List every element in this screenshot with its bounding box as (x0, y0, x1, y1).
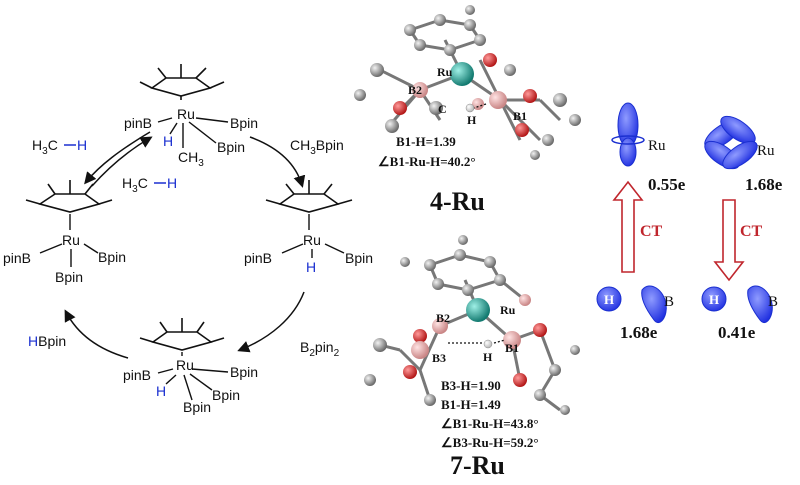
structure-7-ru: Ru B2 B3 H B1 B3-H=1.90 B1-H=1.49 ∠B1-Ru… (364, 235, 580, 480)
atom-h-7: H (483, 350, 493, 364)
metal-ru-left: Ru (62, 232, 80, 248)
reagent-b2pin2: B2pin2 (300, 339, 340, 359)
complex-left: Ru pinB Bpin Bpin (3, 180, 126, 285)
methane-in-h: H (77, 137, 87, 153)
structure-label-7-ru: 7-Ru (450, 451, 505, 480)
bond-length-4: B1-H=1.39 (396, 134, 456, 149)
ru-charge-right: 1.68e (745, 175, 783, 194)
b-label-right: B (768, 294, 778, 310)
metal-ru-top: Ru (177, 106, 195, 122)
atom-h-4: H (467, 113, 477, 127)
hb-charge-left: 1.68e (620, 323, 658, 342)
catalytic-cycle: Ru pinB Bpin Bpin H CH3 (3, 64, 373, 415)
ligand-bpin-right-left: Bpin (98, 249, 126, 265)
metal-ru-bottom: Ru (176, 357, 194, 373)
product-hbpin: HBpin (28, 333, 66, 349)
hydride-right: H (306, 259, 316, 275)
complex-right: Ru pinB Bpin H (244, 180, 373, 275)
bond-angle-b3-7: ∠B3-Ru-H=59.2° (441, 435, 539, 450)
ligand-bpin-right-bottom: Bpin (230, 364, 258, 380)
atom-b1-4: B1 (513, 109, 527, 123)
methane-in: H3C (32, 137, 58, 157)
metal-ru-right: Ru (303, 232, 321, 248)
ligand-pinb-top: pinB (124, 115, 152, 131)
complex-bottom: Ru pinB Bpin Bpin Bpin H (123, 318, 258, 415)
ligand-bpin-mid-bottom: Bpin (212, 387, 240, 403)
hb-charge-right: 0.41e (718, 323, 756, 342)
ligand-bpin-bottom-left: Bpin (55, 269, 83, 285)
cp-star-top (139, 64, 225, 100)
b-label-left: B (664, 294, 674, 310)
ru-label-left: Ru (648, 138, 666, 154)
h-label-left: H (604, 292, 614, 307)
methane-out-h: H (167, 175, 177, 191)
hydride-bottom: H (156, 383, 166, 399)
bond-angle-4: ∠B1-Ru-H=40.2° (378, 154, 476, 169)
methyl-top: CH3 (178, 149, 204, 169)
ligand-bpin-bottom-top: Bpin (217, 139, 245, 155)
atom-b2-7: B2 (436, 311, 450, 325)
hydride-top: H (163, 133, 173, 149)
structure-label-4-ru: 4-Ru (430, 187, 485, 216)
orbital-right: Ru 1.68e CT H B 0.41e (701, 115, 783, 342)
atom-b3-7: B3 (432, 351, 446, 365)
atom-c-4: C (438, 102, 447, 116)
ligand-bpin-right: Bpin (345, 250, 373, 266)
product-ch3bpin: CH3Bpin (290, 137, 344, 157)
bond-length-b1h-7: B1-H=1.49 (441, 397, 501, 412)
h-label-right: H (709, 292, 719, 307)
bond-angle-b1-7: ∠B1-Ru-H=43.8° (441, 416, 539, 431)
structure-4-ru: Ru B2 C H B1 B1-H=1.39 ∠B1-Ru-H=40.2° 4-… (354, 5, 581, 216)
ligand-pinb-left: pinB (3, 250, 31, 266)
ct-label-left: CT (640, 223, 663, 240)
ligand-bpin-low-bottom: Bpin (183, 399, 211, 415)
atom-ru-7: Ru (500, 303, 516, 317)
atom-ru-4: Ru (437, 65, 453, 79)
orbital-left: Ru 0.55e CT H B 1.68e (596, 102, 686, 342)
ru-label-right: Ru (757, 143, 775, 159)
ru-charge-left: 0.55e (648, 175, 686, 194)
cycle-arrows (64, 131, 306, 359)
ligand-pinb-bottom: pinB (123, 367, 151, 383)
ligand-pinb-right: pinB (244, 250, 272, 266)
complex-top: Ru pinB Bpin Bpin H CH3 (124, 64, 258, 169)
atom-b2-4: B2 (408, 83, 422, 97)
methane-out: H3C (122, 175, 148, 195)
ct-label-right: CT (740, 223, 763, 240)
bond-length-b3h-7: B3-H=1.90 (441, 378, 501, 393)
ligand-bpin-right-top: Bpin (230, 115, 258, 131)
atom-b1-7: B1 (505, 341, 519, 355)
